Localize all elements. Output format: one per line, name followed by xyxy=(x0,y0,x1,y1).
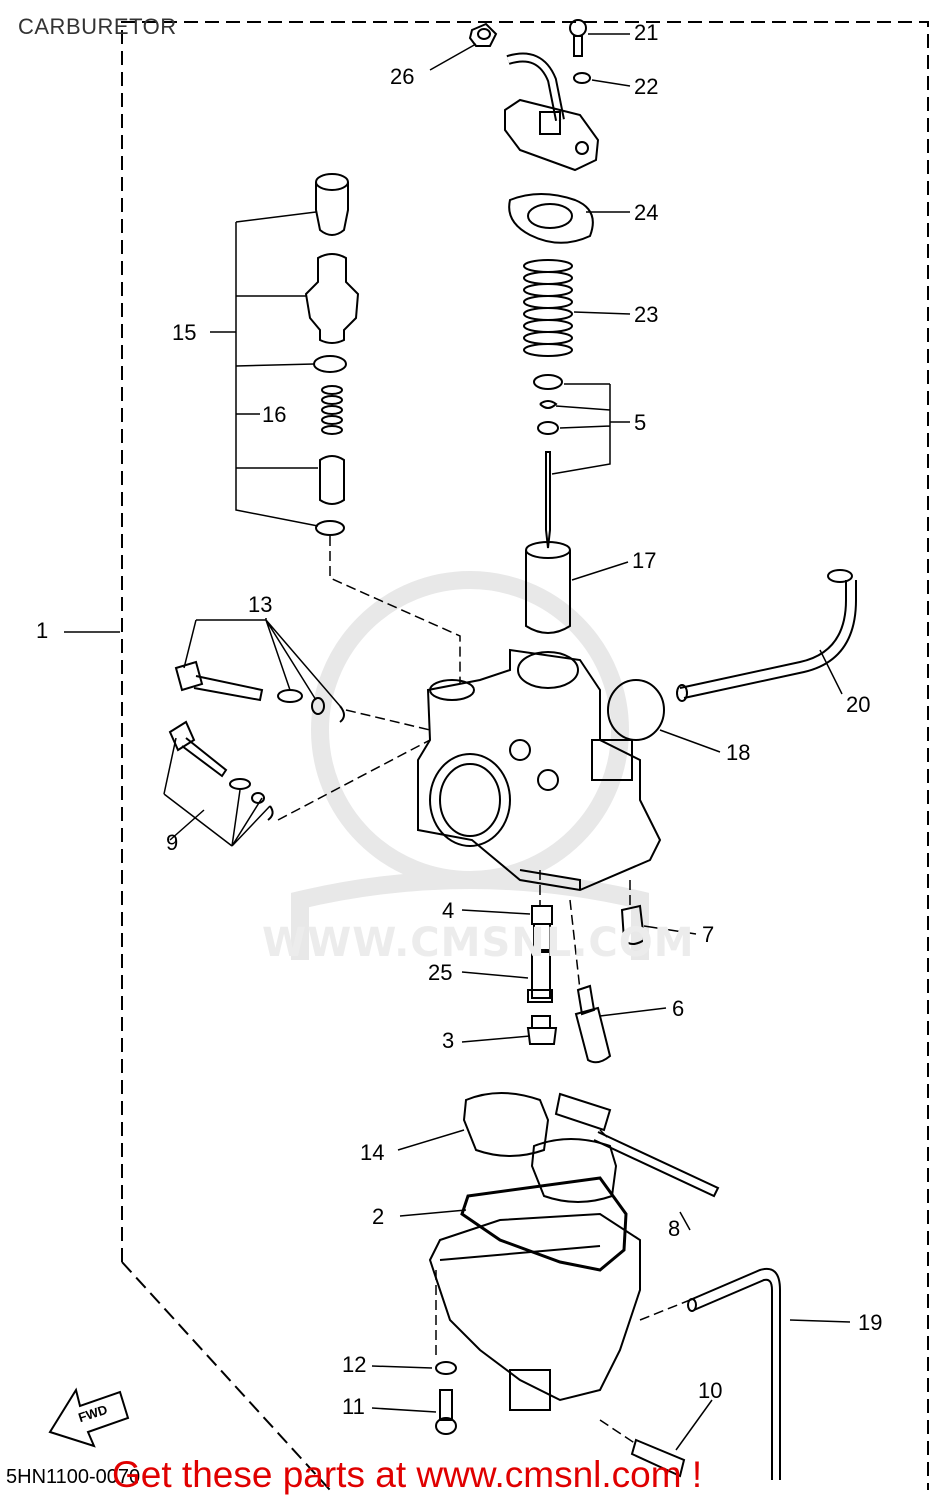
needle-jet-part-25 xyxy=(527,951,553,1003)
float-bowl-gasket-part-2 xyxy=(460,1176,628,1272)
washer-part-22 xyxy=(573,72,591,84)
page-title: CARBURETOR xyxy=(18,14,177,39)
spring-part-16 xyxy=(321,385,343,435)
callout-11: 11 xyxy=(342,1394,365,1419)
washer-part-12 xyxy=(435,1361,457,1375)
callout-17: 17 xyxy=(632,548,657,573)
callout-19: 19 xyxy=(858,1310,883,1335)
assembly-boundary xyxy=(121,21,929,1491)
callout-12: 12 xyxy=(342,1352,367,1377)
cap-part-26 xyxy=(468,22,498,47)
callout-20: 20 xyxy=(846,692,871,717)
screw-part-11 xyxy=(435,1389,457,1435)
o-ring-part-18 xyxy=(607,679,665,741)
pilot-jet-part-6 xyxy=(574,984,612,1064)
callout-24: 24 xyxy=(634,200,659,225)
float-pin-part-8 xyxy=(593,1131,720,1198)
spring-part-23 xyxy=(523,259,573,357)
watermark-text: WWW.CMSNL.COM xyxy=(262,920,695,966)
needle-set-part-5 xyxy=(533,374,563,549)
callout-18: 18 xyxy=(726,740,751,765)
float-bowl xyxy=(428,1212,641,1411)
starter-plunger-part-15 xyxy=(304,173,360,373)
callout-16: 16 xyxy=(262,402,287,427)
callout-21: 21 xyxy=(634,20,659,45)
drain-screw-part-10 xyxy=(630,1438,686,1478)
top-cover-assembly xyxy=(504,52,600,172)
callout-6: 6 xyxy=(672,996,685,1021)
callout-7: 7 xyxy=(702,922,715,947)
diagram-code: 5HN1100-0070 xyxy=(6,1466,141,1488)
plunger-part-15b xyxy=(315,455,345,536)
callout-1: 1 xyxy=(36,618,49,643)
callout-26: 26 xyxy=(390,64,415,89)
drain-hose-part-19 xyxy=(687,1268,781,1480)
callout-13: 13 xyxy=(248,592,273,617)
hose-part-20 xyxy=(676,569,857,702)
callout-25: 25 xyxy=(428,960,453,985)
pilot-screw-part-13 xyxy=(174,660,345,723)
throttle-valve-part-17 xyxy=(525,541,571,634)
callout-14: 14 xyxy=(360,1140,385,1165)
callout-3: 3 xyxy=(442,1028,455,1053)
callout-15: 15 xyxy=(172,320,197,345)
starter-jet-part-7 xyxy=(620,904,646,945)
carburetor-body xyxy=(417,648,662,892)
main-jet-part-4 xyxy=(531,905,553,951)
screw-part-21 xyxy=(569,19,587,57)
callout-5: 5 xyxy=(634,410,647,435)
main-jet-part-3 xyxy=(526,1015,558,1045)
watermark-logo xyxy=(291,571,649,960)
gasket-part-24 xyxy=(508,193,594,244)
callout-10: 10 xyxy=(698,1378,723,1403)
callout-22: 22 xyxy=(634,74,659,99)
callout-4: 4 xyxy=(442,898,455,923)
promo-link[interactable]: Get these parts at www.cmsnl.com ! xyxy=(112,1454,703,1495)
callout-2: 2 xyxy=(372,1204,385,1229)
callout-8: 8 xyxy=(668,1216,681,1241)
callout-9: 9 xyxy=(166,830,179,855)
leader-lines xyxy=(64,33,851,1451)
callout-23: 23 xyxy=(634,302,659,327)
fwd-arrow-icon xyxy=(48,1387,130,1448)
dashed-leaders xyxy=(277,536,691,1445)
